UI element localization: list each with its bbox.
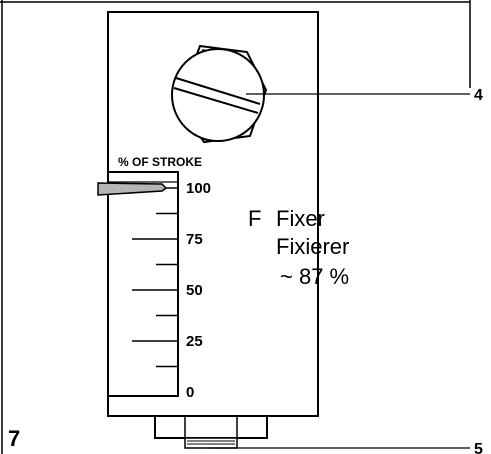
callout-4-label: 4 (474, 87, 483, 104)
scale-tick-label: 75 (186, 231, 203, 248)
figure-number: 7 (8, 426, 20, 451)
bottom-nut (154, 415, 268, 449)
fixer-letter: F (248, 206, 261, 231)
screw-slot-top (175, 77, 261, 105)
fixer-line-3: ~ 87 % (280, 264, 349, 289)
nut-stem (184, 437, 238, 449)
fixer-line-2: Fixierer (276, 234, 349, 259)
fixer-line-1: Fixer (276, 206, 325, 231)
scale-tick-label: 50 (186, 282, 203, 299)
scale-tick-labels: 100 75 50 25 0 (186, 180, 211, 401)
screw-round (171, 48, 265, 142)
scale-header: % OF STROKE (118, 155, 202, 169)
scale-tick-label: 100 (186, 180, 211, 197)
callout-5-label: 5 (474, 441, 483, 454)
screw-slot-bottom (173, 87, 259, 114)
scale-tick-label: 0 (186, 384, 194, 401)
stroke-pointer (97, 182, 168, 196)
nut-outer (154, 415, 268, 439)
scale-tick-label: 25 (186, 333, 203, 350)
screw-head (171, 44, 268, 144)
scale-window (107, 171, 179, 397)
